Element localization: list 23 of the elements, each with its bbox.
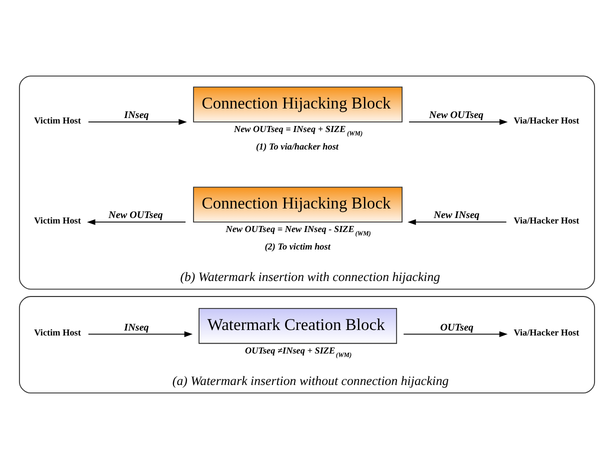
node-text: Via/Hacker Host: [514, 115, 580, 126]
arrow: [87, 219, 186, 225]
arrow: [88, 119, 187, 125]
arrow: [403, 331, 508, 338]
node-text: Victim Host: [34, 215, 81, 226]
node-label: New OUTseq = INseq + SIZE$_{(WM)}$: [234, 124, 363, 138]
edge-label: OUTseq: [440, 322, 474, 334]
node-text: Via/Hacker Host: [514, 328, 580, 338]
node-label: (2) To victim host: [264, 242, 330, 252]
edge-label: New OUTseq: [108, 210, 163, 222]
arrow: [408, 119, 508, 125]
edge-label: New OUTseq: [429, 110, 484, 122]
edge-label: INseq: [124, 322, 149, 334]
node-label: New OUTseq = New INseq - SIZE$_{(WM)}$: [226, 224, 371, 238]
edge-label: INseq: [124, 110, 149, 122]
node-label: (1) To via/hacker host: [256, 142, 338, 152]
arrow: [88, 331, 193, 338]
node-text: Victim Host: [34, 115, 81, 126]
arrow: [408, 219, 507, 225]
node-text: Victim Host: [34, 328, 81, 338]
node-text: Via/Hacker Host: [514, 215, 580, 226]
edge-label: New INseq: [434, 210, 480, 222]
node-label: OUTseq ≠INseq + SIZE$_{(WM)}$: [244, 345, 352, 359]
